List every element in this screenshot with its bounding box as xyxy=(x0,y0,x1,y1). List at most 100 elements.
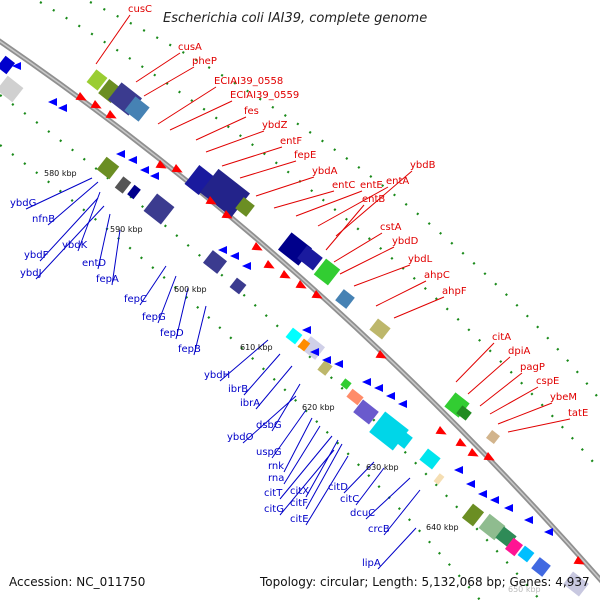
forward-arrow-glyph xyxy=(573,556,585,565)
accession-label: Accession: NC_011750 xyxy=(9,575,145,589)
kbp-label-650-kbp: 650 kbp xyxy=(508,585,541,594)
leader-line-fes xyxy=(195,116,247,141)
gene-block xyxy=(200,168,250,218)
forward-arrow-glyph xyxy=(251,242,263,251)
forward-arrow-glyph xyxy=(90,100,102,109)
forward-arrow-glyph xyxy=(455,438,467,447)
forward-gene-label-pagp: pagP xyxy=(520,362,545,373)
reverse-arrow-glyph xyxy=(58,104,67,112)
reverse-arrow-glyph xyxy=(524,516,533,524)
leader-line-rna xyxy=(283,425,321,485)
gene-block xyxy=(114,176,132,194)
leader-line-pagp xyxy=(479,372,523,407)
leader-line-eciai39-0558 xyxy=(157,86,217,125)
forward-gene-label-csta: cstA xyxy=(380,222,402,233)
forward-arrow-glyph xyxy=(435,426,447,435)
reverse-arrow-glyph xyxy=(398,400,407,408)
forward-gene-label-cspe: cspE xyxy=(536,376,559,387)
leader-line-citt xyxy=(279,435,333,500)
gene-block xyxy=(563,571,589,597)
leader-line-citf xyxy=(305,443,343,510)
reverse-arrow-glyph xyxy=(386,392,395,400)
reverse-gene-label-citc: citC xyxy=(340,494,359,505)
genome-backbone xyxy=(0,38,600,584)
leader-line-csta xyxy=(333,232,383,263)
reverse-gene-label-ybdo: ybdO xyxy=(227,432,254,443)
gene-block xyxy=(340,378,352,390)
kbp-label-620-kbp: 620 kbp xyxy=(302,403,335,412)
leader-line-ahpf xyxy=(393,296,445,319)
leader-line-enta xyxy=(317,186,389,227)
gene-features xyxy=(0,55,589,597)
leader-line-ibra xyxy=(255,365,293,410)
leader-line-ybdj xyxy=(35,205,105,280)
kbp-label-610-kbp: 610 kbp xyxy=(240,343,273,352)
forward-gene-label-cita: citA xyxy=(492,332,511,343)
reverse-gene-label-citg: citG xyxy=(264,504,284,515)
forward-arrow-glyph xyxy=(263,260,275,269)
gene-block xyxy=(313,258,341,286)
leader-line-ybdg xyxy=(25,177,93,210)
reverse-arrow-glyph xyxy=(490,496,499,504)
reverse-gene-label-ybdk: ybdK xyxy=(62,240,88,251)
reverse-gene-label-fepg: fepG xyxy=(142,312,166,323)
leader-line-cite xyxy=(305,455,349,526)
reverse-gene-label-crcb: crcB xyxy=(368,524,390,535)
topology-label: Topology: circular; Length: 5,132,068 bp… xyxy=(259,575,590,589)
forward-arrow-glyph xyxy=(75,92,87,101)
gene-block xyxy=(461,503,485,527)
reverse-arrow-glyph xyxy=(12,62,21,70)
leader-line-eciai39-0559 xyxy=(169,100,233,131)
reverse-arrow-glyph xyxy=(302,326,311,334)
gene-block xyxy=(143,193,175,225)
forward-gene-label-cusa: cusA xyxy=(178,42,202,53)
gene-block xyxy=(353,399,379,425)
gene-block xyxy=(335,289,355,309)
gene-block xyxy=(369,318,391,340)
forward-arrow-glyph xyxy=(105,110,117,119)
forward-gene-label-ybdb: ybdB xyxy=(410,160,436,171)
reverse-gene-label-ybdf: ybdF xyxy=(24,250,49,261)
leader-line-entb xyxy=(325,204,365,251)
forward-gene-label-fes: fes xyxy=(244,106,259,117)
gene-block xyxy=(504,537,524,557)
leader-line-rnk xyxy=(283,417,313,473)
reverse-gene-label-ybdh: ybdH xyxy=(204,370,230,381)
gene-block xyxy=(124,96,150,122)
forward-gene-label-cusc: cusC xyxy=(128,4,152,15)
reverse-arrow-glyph xyxy=(544,528,553,536)
forward-arrow-glyph xyxy=(311,290,323,299)
forward-gene-label-ybdl: ybdL xyxy=(408,254,433,265)
forward-arrow-glyph xyxy=(205,196,217,205)
leader-line-cusa xyxy=(135,52,181,83)
reverse-arrow-glyph xyxy=(150,172,159,180)
forward-gene-label-eciai39-0559: ECIAI39_0559 xyxy=(230,90,299,101)
gene-block xyxy=(485,429,501,445)
gene-block xyxy=(0,55,16,75)
kbp-label-590-kbp: 590 kbp xyxy=(110,225,143,234)
leader-line-fepe xyxy=(239,160,297,179)
leader-line-entc xyxy=(273,190,335,209)
reverse-gene-label-fepc: fepC xyxy=(124,294,147,305)
forward-gene-label-ybda: ybdA xyxy=(312,166,338,177)
gene-block xyxy=(317,360,333,376)
leader-line-cita xyxy=(455,342,495,383)
forward-gene-label-ahpf: ahpF xyxy=(442,286,467,297)
gene-block xyxy=(0,75,24,103)
gene-block xyxy=(235,197,255,217)
reverse-gene-label-dcuc: dcuC xyxy=(350,508,375,519)
leader-line-entd xyxy=(97,213,111,270)
forward-gene-label-entc: entC xyxy=(332,180,355,191)
forward-arrow-glyph xyxy=(483,452,495,461)
map-title: Escherichia coli IAI39, complete genome xyxy=(163,11,427,26)
forward-gene-label-fepe: fepE xyxy=(294,150,316,161)
reverse-arrow-glyph xyxy=(454,466,463,474)
forward-arrow-glyph xyxy=(467,448,479,457)
backbone-highlight xyxy=(0,40,600,581)
gene-block xyxy=(419,448,441,470)
kbp-label-600-kbp: 600 kbp xyxy=(174,285,207,294)
gene-block xyxy=(393,429,413,449)
reverse-gene-label-ibrb: ibrB xyxy=(228,384,248,395)
